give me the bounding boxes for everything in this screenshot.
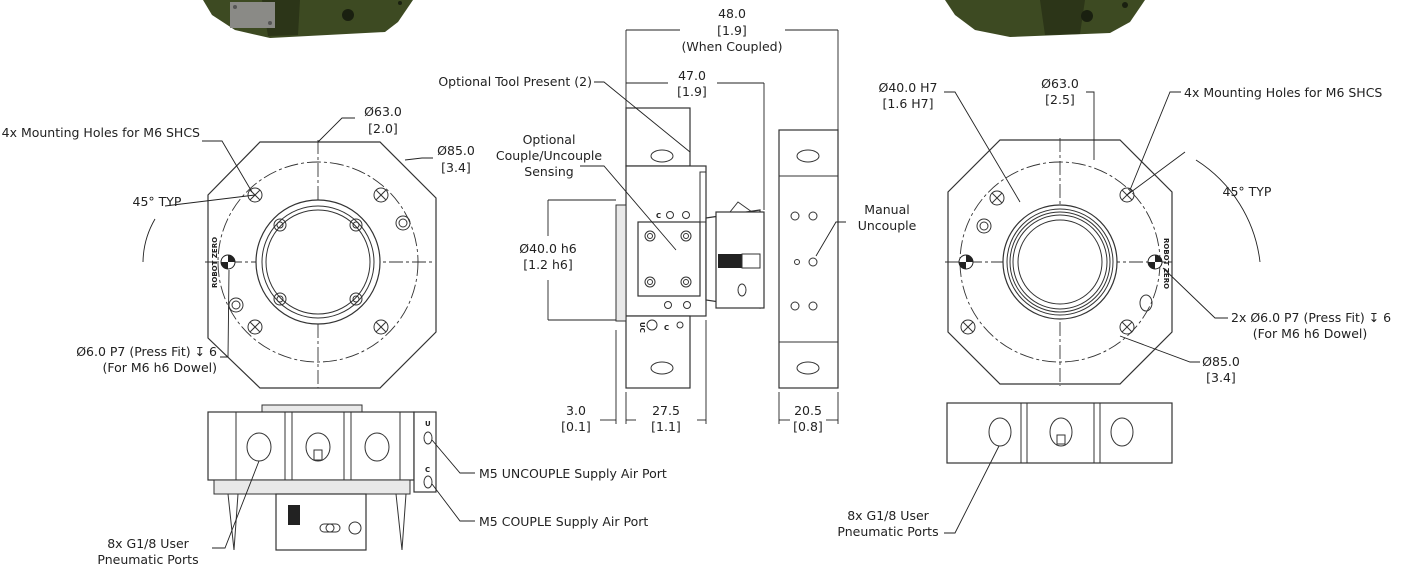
right-front-view: ROBOT ZERO Ø40.0 H7 [1.6 H7] Ø63.0 [2.5]…: [879, 76, 1391, 386]
left-port-holes: [228, 215, 411, 313]
left-angle-label: 45° TYP: [133, 194, 182, 209]
dia-40-h6-in: [1.2 h6]: [523, 257, 572, 272]
middle-flange-top: [625, 107, 691, 167]
right-robot-zero-markers: [958, 254, 1163, 270]
middle-flange-bottom: [625, 315, 691, 389]
left-user-ports-label-1: 8x G1/8 User: [107, 536, 189, 551]
left-dia-85-mm: Ø85.0: [437, 143, 475, 158]
tool-present-label: Optional Tool Present (2): [438, 74, 592, 89]
manual-uncouple-label-1: Manual: [864, 202, 909, 217]
left-dia-85-in: [3.4]: [441, 160, 471, 175]
dia-40-h7-mm: Ø40.0 H7: [879, 80, 938, 95]
dim-48-note: (When Coupled): [682, 39, 783, 54]
right-dowel-label-1: 2x Ø6.0 P7 (Press Fit) ↧ 6: [1231, 310, 1391, 325]
sensor-module: [637, 221, 701, 297]
left-dia-63-mm: Ø63.0: [364, 104, 402, 119]
manual-uncouple-label-2: Uncouple: [858, 218, 917, 233]
dim-20-in: [0.8]: [793, 419, 823, 434]
right-dia-85-in: [3.4]: [1206, 370, 1236, 385]
left-mounting-holes-label: 4x Mounting Holes for M6 SHCS: [2, 125, 200, 140]
dim-27-mm: 27.5: [652, 403, 680, 418]
product-photo-left: [203, 0, 413, 38]
right-side-view: 8x G1/8 User Pneumatic Ports: [837, 402, 1173, 539]
tool-plate: [778, 129, 839, 389]
left-flange-ring: [255, 199, 381, 325]
product-photo-right: [945, 0, 1145, 37]
middle-mark-uc: UC: [638, 322, 646, 333]
uncouple-port-label: M5 UNCOUPLE Supply Air Port: [479, 466, 667, 481]
right-dia-63-mm: Ø63.0: [1041, 76, 1079, 91]
right-user-ports-label-1: 8x G1/8 User: [847, 508, 929, 523]
middle-mark-c-bottom: C: [664, 324, 669, 332]
dia-40-h7-in: [1.6 H7]: [883, 96, 934, 111]
dim-48-in: [1.9]: [717, 23, 747, 38]
sensing-label-3: Sensing: [524, 164, 573, 179]
sensing-label-1: Optional: [523, 132, 576, 147]
left-side-body: [207, 411, 415, 481]
left-side-mark-u: U: [425, 420, 431, 428]
right-dowel-label-2: (For M6 h6 Dowel): [1253, 326, 1367, 341]
dia-40-h6-mm: Ø40.0 h6: [519, 241, 577, 256]
dim-48-mm: 48.0: [718, 6, 746, 21]
left-user-ports-label-2: Pneumatic Ports: [97, 552, 198, 567]
right-dia-85-mm: Ø85.0: [1202, 354, 1240, 369]
left-side-view: U C M5 UNCOUPLE Supply Air Port M5 COUPL…: [97, 404, 667, 567]
dim-47-in: [1.9]: [677, 84, 707, 99]
left-mounting-holes: [247, 187, 389, 335]
dim-20-mm: 20.5: [794, 403, 822, 418]
left-robot-zero-marker: [220, 254, 236, 270]
right-port-holes: [976, 218, 1153, 312]
dim-3-mm: 3.0: [566, 403, 586, 418]
left-bolt-heads: [273, 218, 363, 306]
sensing-label-2: Couple/Uncouple: [496, 148, 603, 163]
left-dowel-label-1: Ø6.0 P7 (Press Fit) ↧ 6: [76, 344, 217, 359]
left-dia-63-in: [2.0]: [368, 121, 398, 136]
right-mounting-holes-label: 4x Mounting Holes for M6 SHCS: [1184, 85, 1382, 100]
couple-port-label: M5 COUPLE Supply Air Port: [479, 514, 648, 529]
left-dowel-label-2: (For M6 h6 Dowel): [103, 360, 217, 375]
middle-side-view: C UC C: [438, 6, 916, 434]
left-front-view: ROBOT ZERO 4x Mounting Holes for M6 SHCS…: [2, 104, 475, 389]
right-angle-label: 45° TYP: [1223, 184, 1272, 199]
dim-27-in: [1.1]: [651, 419, 681, 434]
right-side-body: [946, 402, 1173, 464]
dim-47-mm: 47.0: [678, 68, 706, 83]
right-robot-zero-text: ROBOT ZERO: [1162, 238, 1170, 289]
dim-3-in: [0.1]: [561, 419, 591, 434]
right-bore-outer: [1002, 204, 1118, 320]
right-dia-63-in: [2.5]: [1045, 92, 1075, 107]
right-mounting-holes: [960, 187, 1135, 335]
right-user-ports-label-2: Pneumatic Ports: [837, 524, 938, 539]
middle-mark-c-top: C: [656, 212, 661, 220]
left-robot-zero-text: ROBOT ZERO: [211, 237, 219, 288]
left-side-mark-c: C: [425, 466, 430, 474]
